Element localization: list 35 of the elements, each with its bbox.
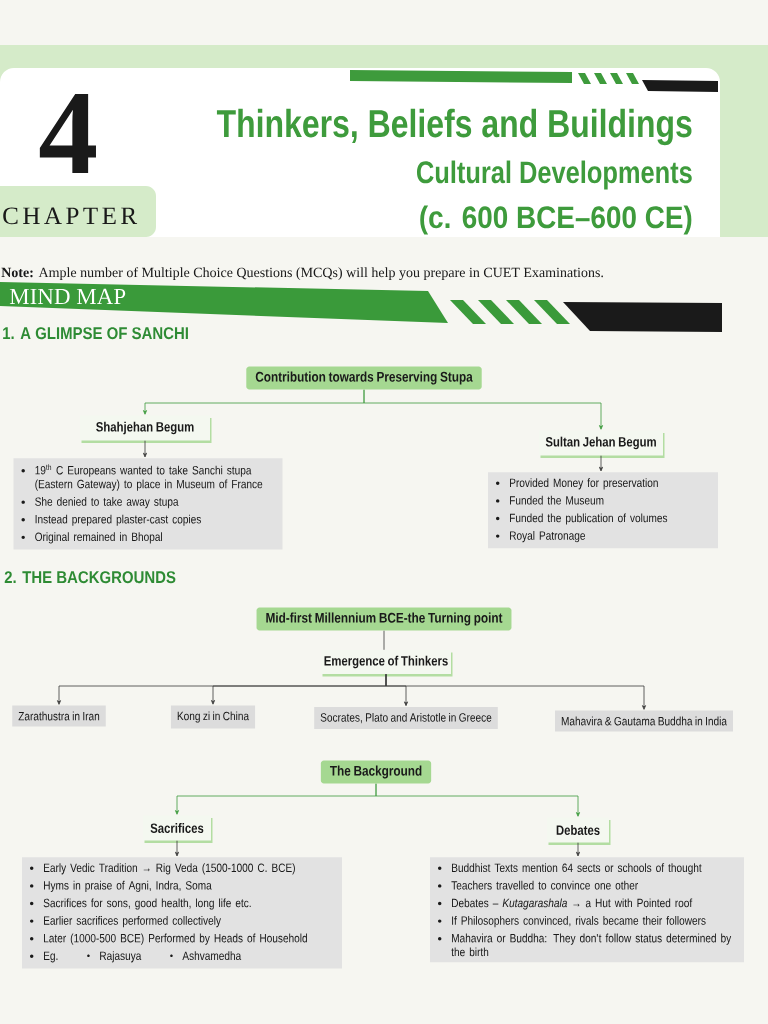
chapter-tab: CHAPTER — [0, 186, 156, 237]
topic-box: The Background — [320, 760, 432, 784]
topic-box: Mid-first Millennium BCE-the Turning point — [256, 607, 512, 631]
subtopic-box: Shahjehan Begum — [80, 415, 212, 443]
subtopic-box: Debates — [547, 817, 611, 845]
subtopic-box: Sacrifices — [143, 815, 213, 843]
arrow — [375, 783, 580, 817]
section-heading: 2. THE BACKGROUNDS — [4, 571, 176, 584]
node-label: Shahjehan Begum — [96, 421, 194, 435]
node-label: Emergence of Thinkers — [324, 655, 448, 669]
section-banner: MIND MAP — [0, 282, 448, 323]
text-box: Mahavira & Gautama Buddha in India — [555, 710, 733, 732]
subtitle: (c. 600 BCE–600 CE) — [420, 205, 692, 235]
text-box: Kong zi in China — [170, 705, 256, 729]
text-box: Zarathustra in Iran — [12, 705, 106, 727]
bullet-list-box: Early Vedic Tradition → Rig Veda (1500-1000 C. BCE) Hyms in praise of Agni, Indra, Soma Sacrifices for sons, good health, long life etc. Earlier sacrifices performed collectively Later (1000-500 BCE) Performed by Heads of Household Eg. Rajasuya Ashvamedha — [22, 857, 342, 969]
bullet-list-box: 19$^{th}$ C Europeans wanted to take Sanchi stupa (Eastern Gateway) to place in Museum of France She denied to take away stupa Instead prepared plaster-cast copies Original remained in Bhopal — [13, 458, 283, 550]
arrow — [576, 842, 580, 857]
arrow — [143, 440, 147, 458]
subtitle: Cultural Developments — [417, 160, 692, 190]
subtopic-box: Sultan Jehan Begum — [539, 430, 665, 458]
arrow — [363, 389, 603, 430]
arrow — [599, 455, 603, 472]
text-box: Socrates, Plato and Aristotle in Greece — [314, 706, 498, 730]
chapter-number: 4 — [39, 94, 96, 173]
topic-box: Contribution towards Preserving Stupa — [246, 366, 482, 390]
section-heading: 1. A GLIMPSE OF SANCHI — [3, 327, 188, 340]
connector-line — [383, 630, 385, 651]
note-text: Note: Ample number of Multiple Choice Questions (MCQs) will help you prepare in CUET Examinations. — [1, 267, 603, 281]
arrow — [385, 673, 646, 710]
subtopic-box: Emergence of Thinkers — [321, 650, 453, 677]
bullet-list-box: Provided Money for preservation Funded the Museum Funded the publication of volumes Royal Patronage — [488, 472, 718, 549]
bullet-list-box: Buddhist Texts mention 64 sects or schools of thought Teachers travelled to convince one other Debates – Kutagarashala → a Hut with Pointed roof If Philosophers convinced, rivals became their followers Mahavira or Buddha: They don't follow status determined by the birth — [430, 857, 744, 963]
arrow — [175, 840, 179, 857]
chapter-title: Thinkers, Beliefs and Buildings — [216, 108, 692, 146]
